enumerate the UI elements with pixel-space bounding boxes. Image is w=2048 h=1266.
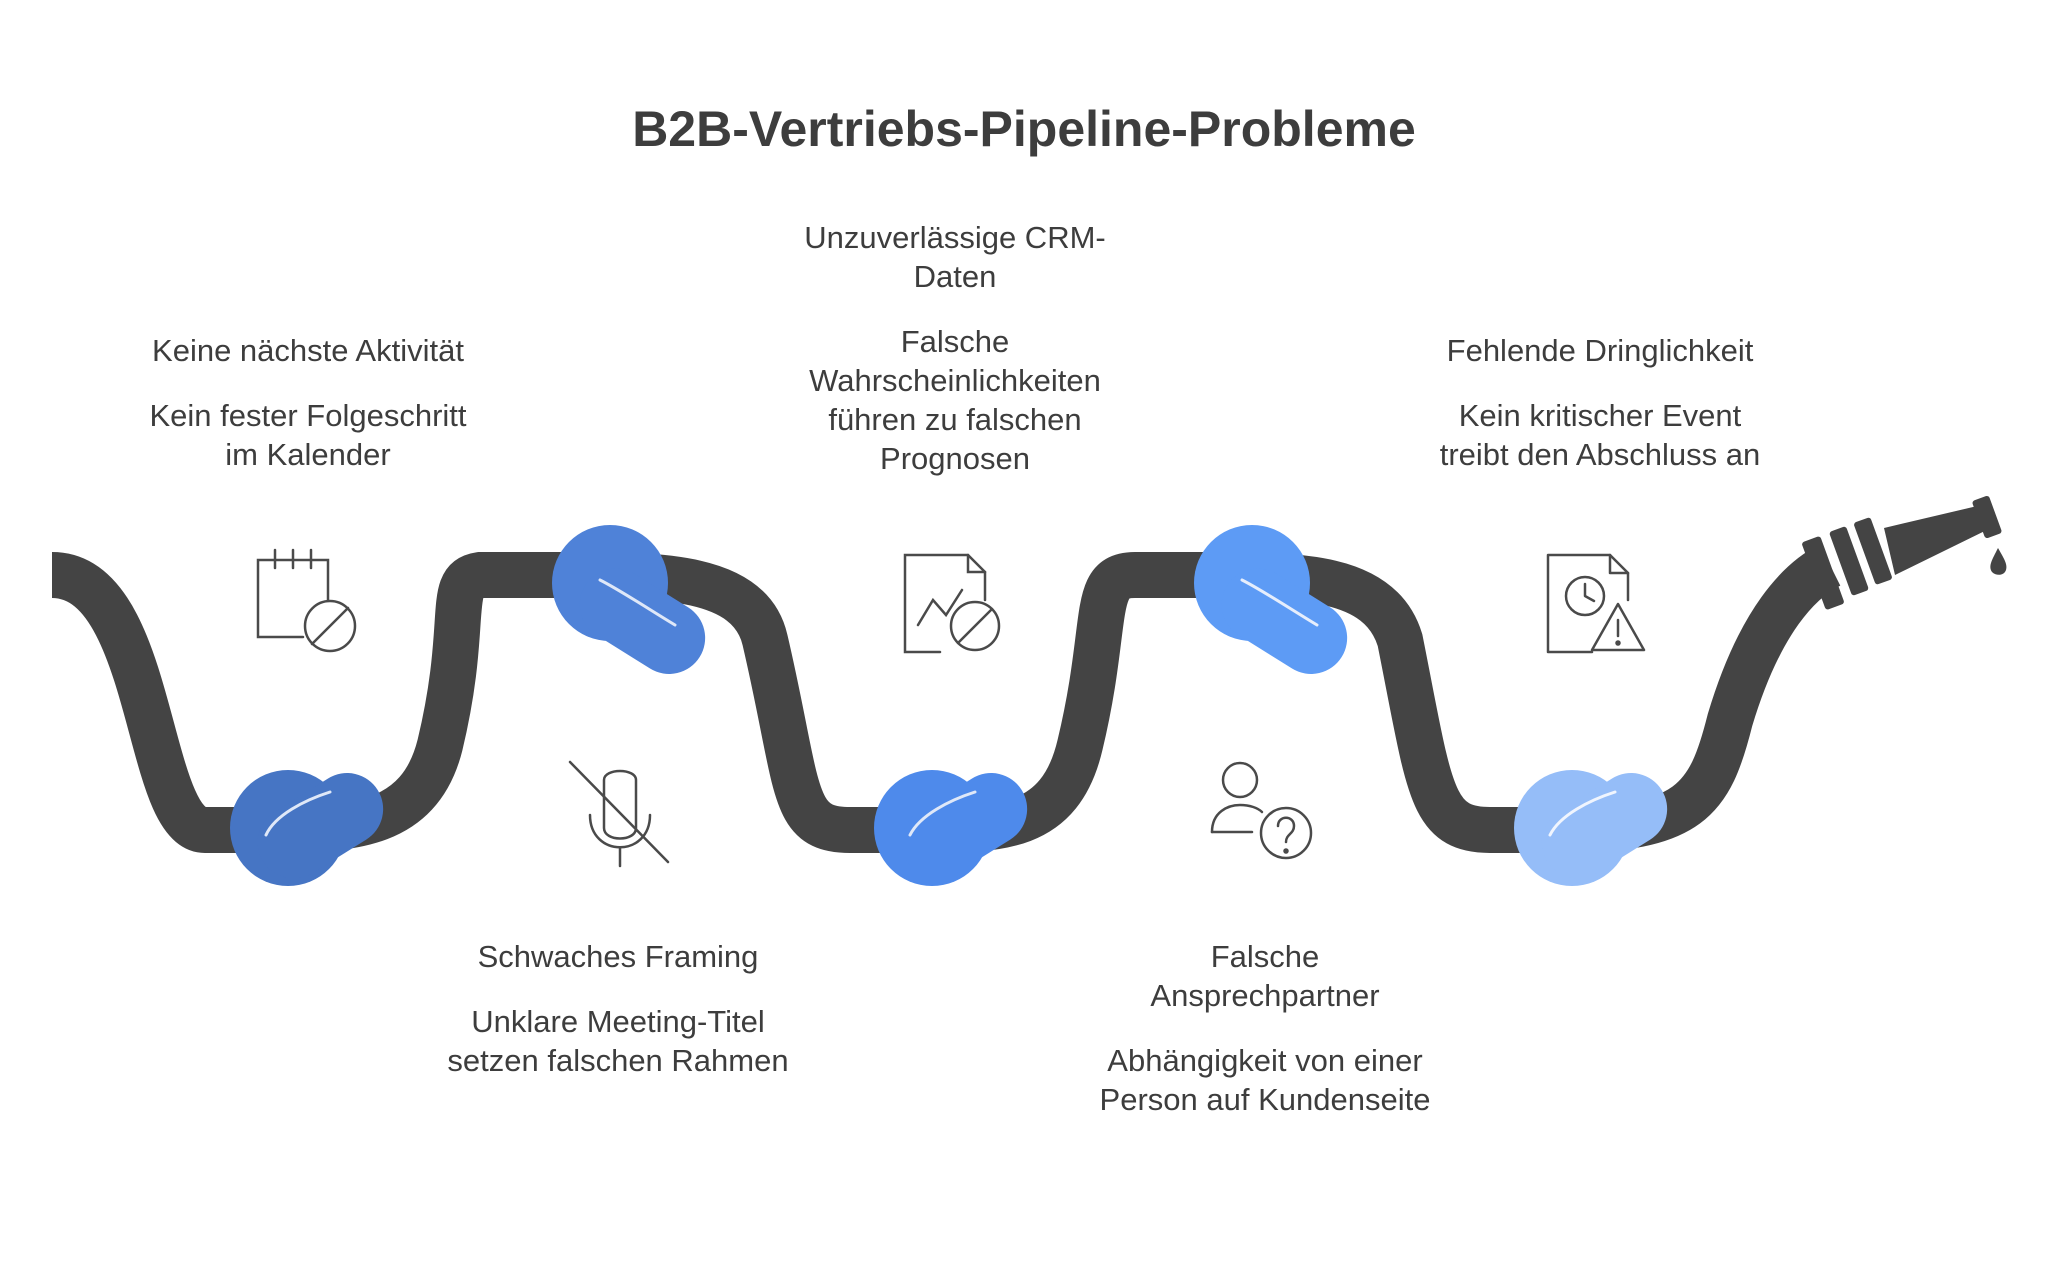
step-1-heading: Keine nächste Aktivität [152, 333, 464, 368]
step-3-description: Falsche Wahrscheinlichkeiten führen zu f… [809, 324, 1101, 476]
step-4-block: Falsche Ansprechpartner Abhängigkeit von… [1065, 937, 1465, 1119]
water-drop-icon [1990, 548, 2007, 575]
step-4-heading: Falsche Ansprechpartner [1150, 939, 1380, 1013]
step-2-block: Schwaches Framing Unklare Meeting-Titel … [418, 937, 818, 1080]
step-3-block: Unzuverlässige CRM- Daten Falsche Wahrsc… [775, 218, 1135, 478]
step-5-block: Fehlende Dringlichkeit Kein kritischer E… [1400, 331, 1800, 474]
step-3-heading: Unzuverlässige CRM- Daten [804, 220, 1106, 294]
user-question-icon [1210, 761, 1313, 860]
nozzle [1802, 495, 2007, 610]
calendar-blocked-icon [256, 548, 357, 653]
step-1-description: Kein fester Folgeschritt im Kalender [149, 398, 467, 472]
knot-5 [1514, 770, 1668, 886]
document-clock-warning-icon [1546, 553, 1646, 654]
muted-microphone-icon [568, 760, 670, 868]
step-2-heading: Schwaches Framing [477, 939, 759, 974]
step-5-heading: Fehlende Dringlichkeit [1446, 333, 1754, 368]
step-1-block: Keine nächste Aktivität Kein fester Folg… [118, 331, 498, 474]
knot-2 [552, 525, 706, 674]
step-2-description: Unklare Meeting-Titel setzen falschen Ra… [447, 1004, 789, 1078]
knot-3 [874, 770, 1028, 886]
knot-4 [1194, 525, 1348, 674]
step-4-description: Abhängigkeit von einer Person auf Kunden… [1099, 1043, 1431, 1117]
chart-blocked-icon [903, 553, 1001, 654]
step-5-description: Kein kritischer Event treibt den Abschlu… [1439, 398, 1761, 472]
diagram-title: B2B-Vertriebs-Pipeline-Probleme [632, 101, 1416, 157]
knot-1 [230, 770, 384, 886]
